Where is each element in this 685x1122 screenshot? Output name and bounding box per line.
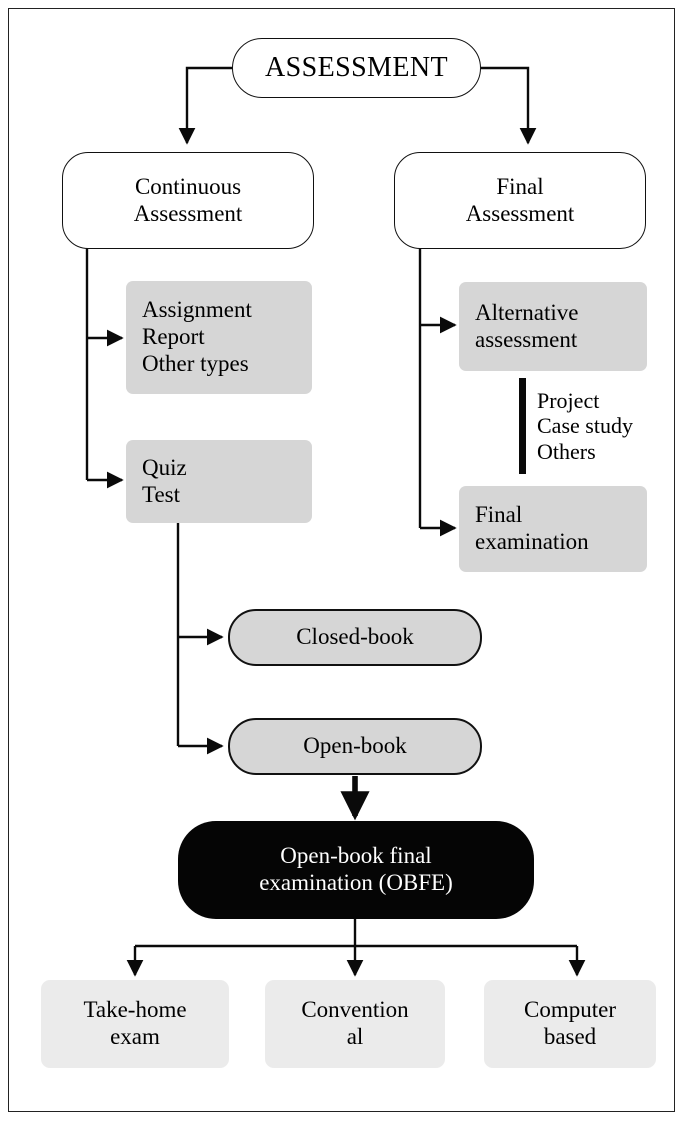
node-computer-based-label: Computer based (524, 997, 616, 1049)
node-quiz-group-label: Quiz Test (142, 454, 187, 507)
node-continuous-assessment[interactable]: Continuous Assessment (62, 152, 314, 249)
node-conventional-label: Convention al (301, 997, 409, 1049)
node-closed-book[interactable]: Closed-book (228, 609, 482, 666)
node-computer-based[interactable]: Computer based (484, 980, 656, 1068)
node-final-examination[interactable]: Final examination (459, 486, 647, 572)
node-final-assessment[interactable]: Final Assessment (394, 152, 646, 249)
node-alternative-list[interactable]: Project Case study Others (519, 378, 669, 474)
node-alternative-list-label: Project Case study Others (537, 387, 633, 464)
node-obfe-label: Open-book final examination (OBFE) (259, 843, 453, 895)
node-alternative-assessment-label: Alternative assessment (475, 299, 579, 352)
node-take-home-exam-label: Take-home exam (83, 997, 187, 1049)
node-open-book-label: Open-book (303, 733, 407, 759)
node-continuous-assessment-label: Continuous Assessment (133, 173, 243, 226)
node-quiz-group[interactable]: Quiz Test (126, 440, 312, 523)
node-obfe[interactable]: Open-book final examination (OBFE) (178, 821, 534, 919)
node-conventional[interactable]: Convention al (265, 980, 445, 1068)
node-open-book[interactable]: Open-book (228, 718, 482, 775)
node-assessment[interactable]: ASSESSMENT (232, 38, 481, 98)
node-closed-book-label: Closed-book (296, 624, 414, 650)
node-alternative-assessment[interactable]: Alternative assessment (459, 282, 647, 371)
node-take-home-exam[interactable]: Take-home exam (41, 980, 229, 1068)
node-final-examination-label: Final examination (475, 502, 589, 554)
node-final-assessment-label: Final Assessment (465, 173, 575, 226)
node-assignment-group[interactable]: Assignment Report Other types (126, 281, 312, 394)
node-assignment-group-label: Assignment Report Other types (142, 297, 252, 376)
node-assessment-label: ASSESSMENT (265, 51, 448, 83)
